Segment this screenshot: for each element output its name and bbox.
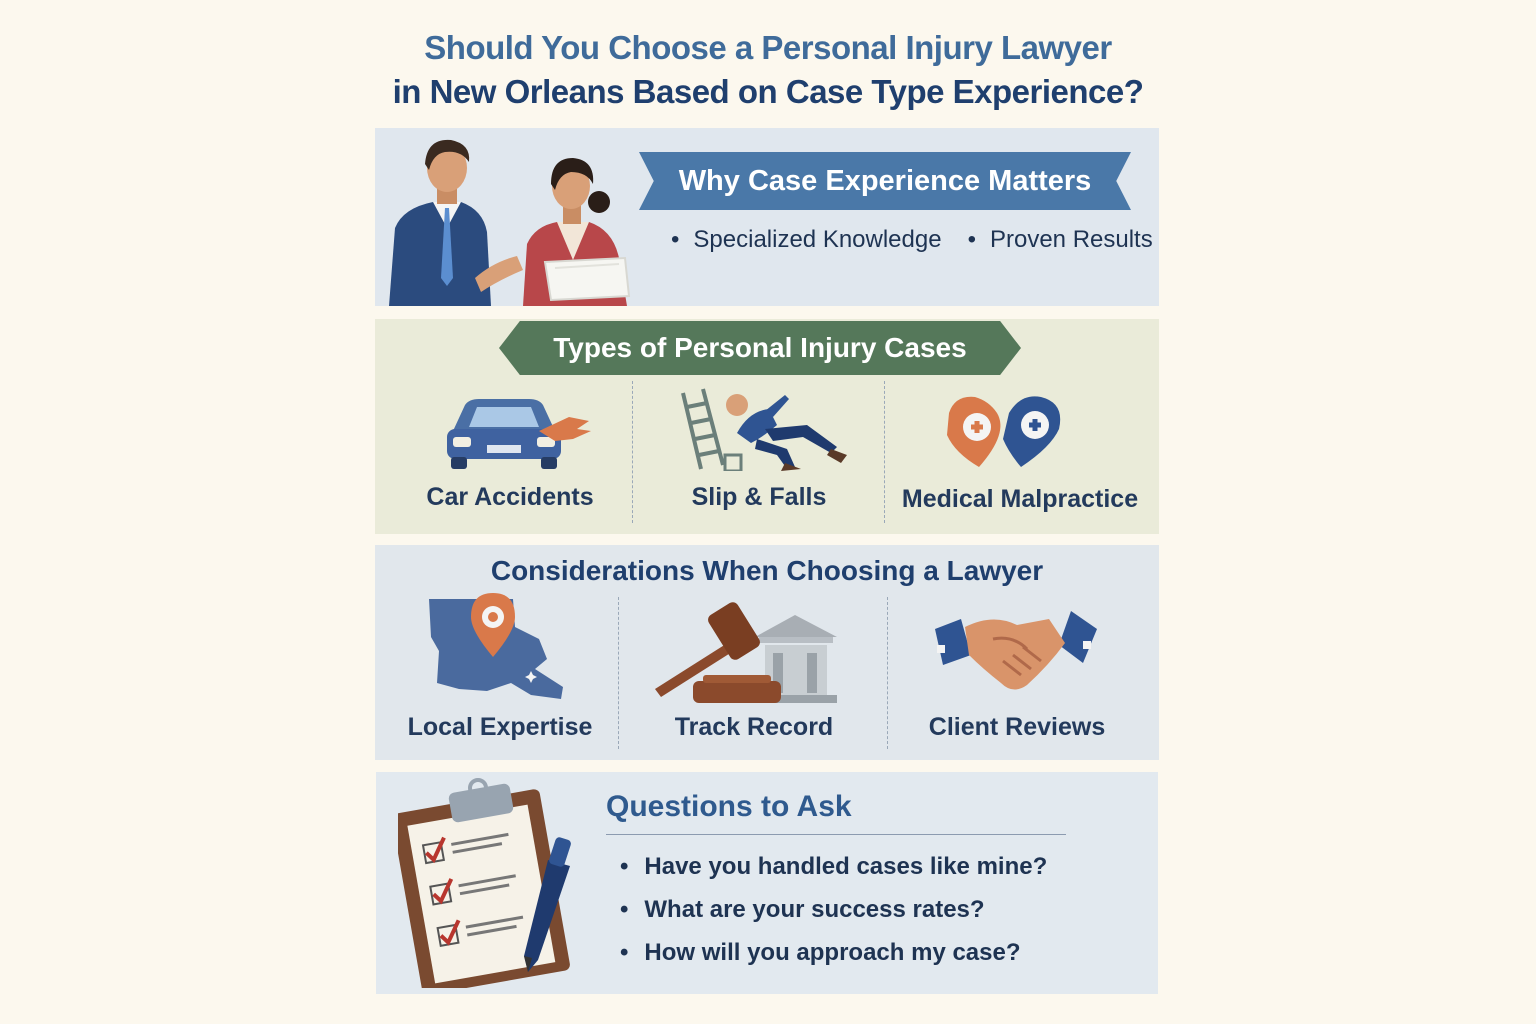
divider — [887, 597, 888, 749]
divider — [884, 381, 885, 523]
questions-panel: Questions to Ask Have you handled cases … — [376, 772, 1158, 994]
question-item: How will you approach my case? — [620, 936, 1047, 979]
question-item: Have you handled cases like mine? — [620, 850, 1047, 893]
label-local-expertise: Local Expertise — [407, 713, 593, 741]
slip-fall-icon — [681, 388, 847, 471]
label-slip-falls: Slip & Falls — [691, 483, 827, 511]
question-item: What are your success rates? — [620, 893, 1047, 936]
gavel-courthouse-icon — [655, 602, 837, 703]
louisiana-map-pin-icon — [429, 593, 563, 699]
bullet-proven-results: Proven Results — [968, 226, 1153, 254]
label-client-reviews: Client Reviews — [928, 713, 1106, 741]
case-types-heading: Types of Personal Injury Cases — [499, 321, 1021, 375]
page-title: Should You Choose a Personal Injury Lawy… — [0, 26, 1536, 114]
label-car-accidents: Car Accidents — [426, 483, 594, 511]
considerations-panel: Considerations When Choosing a Lawyer Lo… — [375, 545, 1159, 760]
why-experience-panel: Why Case Experience Matters Specialized … — [375, 128, 1159, 306]
considerations-heading: Considerations When Choosing a Lawyer — [490, 555, 1044, 586]
label-track-record: Track Record — [674, 713, 834, 741]
questions-divider — [606, 834, 1066, 835]
bullet-specialized-knowledge: Specialized Knowledge — [671, 226, 941, 254]
label-medical-malpractice: Medical Malpractice — [901, 485, 1139, 513]
why-experience-bullets: Specialized Knowledge Proven Results — [671, 226, 1153, 254]
clipboard-checklist-icon — [398, 778, 571, 988]
car-accident-icon — [447, 399, 591, 469]
medical-heart-icon — [947, 396, 1061, 467]
handshake-icon — [935, 611, 1097, 690]
title-line-1: Should You Choose a Personal Injury Lawy… — [424, 29, 1112, 66]
why-experience-heading: Why Case Experience Matters — [639, 152, 1131, 210]
lawyer-client-illustration — [389, 139, 631, 306]
case-types-panel: Types of Personal Injury Cases Car Accid… — [375, 319, 1159, 534]
divider — [618, 597, 619, 749]
questions-heading: Questions to Ask — [606, 790, 852, 823]
questions-list: Have you handled cases like mine? What a… — [620, 850, 1047, 979]
title-line-2: in New Orleans Based on Case Type Experi… — [392, 73, 1144, 110]
divider — [632, 381, 633, 523]
